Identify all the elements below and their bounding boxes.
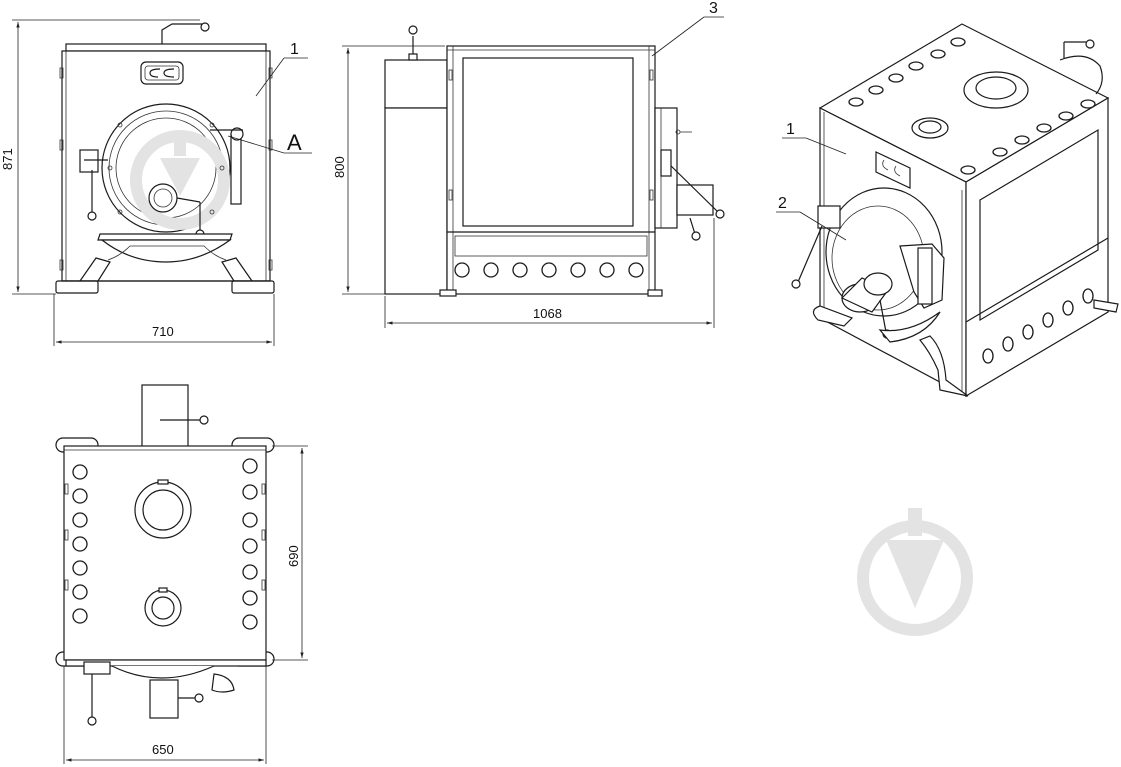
callout-iso-casing: 1 bbox=[782, 121, 847, 155]
front-view bbox=[55, 22, 275, 294]
front-width-dimension: 710 bbox=[53, 294, 275, 346]
callout-detail-a-label: A bbox=[287, 130, 302, 155]
top-hob-port bbox=[144, 589, 182, 627]
logo-sc-icon bbox=[140, 61, 184, 85]
front-height-label: 871 bbox=[0, 148, 15, 170]
side-lattice-grille bbox=[462, 57, 634, 227]
top-depth-dimension: 690 bbox=[272, 445, 308, 661]
isometric-view bbox=[791, 23, 1119, 398]
side-length-label: 1068 bbox=[533, 306, 562, 321]
front-top-lid bbox=[65, 43, 267, 52]
iso-right-face bbox=[965, 96, 1109, 398]
front-foot-left bbox=[55, 280, 99, 294]
callout-grille-label: 3 bbox=[709, 0, 718, 17]
top-width-label: 650 bbox=[152, 742, 174, 757]
iso-logo-plate bbox=[875, 151, 911, 189]
callout-iso-door: 2 bbox=[776, 195, 847, 241]
top-width-dimension: 650 bbox=[63, 666, 267, 764]
side-air-holes bbox=[454, 262, 644, 278]
side-view bbox=[384, 25, 725, 297]
callout-casing-label: 1 bbox=[290, 41, 299, 58]
callout-grille: 3 bbox=[651, 0, 724, 57]
iso-top-bolts bbox=[848, 37, 1096, 175]
top-depth-label: 690 bbox=[286, 545, 301, 567]
watermark-icon bbox=[857, 508, 973, 636]
side-height-dimension: 800 bbox=[332, 45, 445, 295]
top-plate bbox=[63, 445, 267, 661]
watermark-icon bbox=[130, 130, 230, 230]
side-chimney-upper bbox=[384, 59, 448, 109]
side-height-label: 800 bbox=[332, 156, 347, 178]
top-view bbox=[55, 384, 275, 726]
front-foot-right bbox=[231, 280, 275, 294]
side-lower-grille bbox=[454, 235, 648, 257]
iso-lattice-grille bbox=[979, 128, 1099, 322]
side-body bbox=[446, 45, 656, 295]
top-side-holes bbox=[72, 458, 258, 630]
front-top-handle bbox=[161, 23, 204, 44]
side-length-dimension: 1068 bbox=[384, 218, 715, 328]
side-chimney-lower bbox=[384, 107, 448, 295]
callout-iso-door-label: 2 bbox=[778, 195, 787, 212]
callout-casing: 1 bbox=[255, 41, 308, 97]
callout-detail-a: A bbox=[227, 130, 312, 155]
top-chimney bbox=[141, 384, 189, 448]
iso-lower-holes bbox=[982, 288, 1094, 364]
callout-iso-casing-label: 1 bbox=[786, 121, 795, 138]
front-width-label: 710 bbox=[152, 324, 174, 339]
front-height-dimension: 871 bbox=[0, 19, 200, 295]
